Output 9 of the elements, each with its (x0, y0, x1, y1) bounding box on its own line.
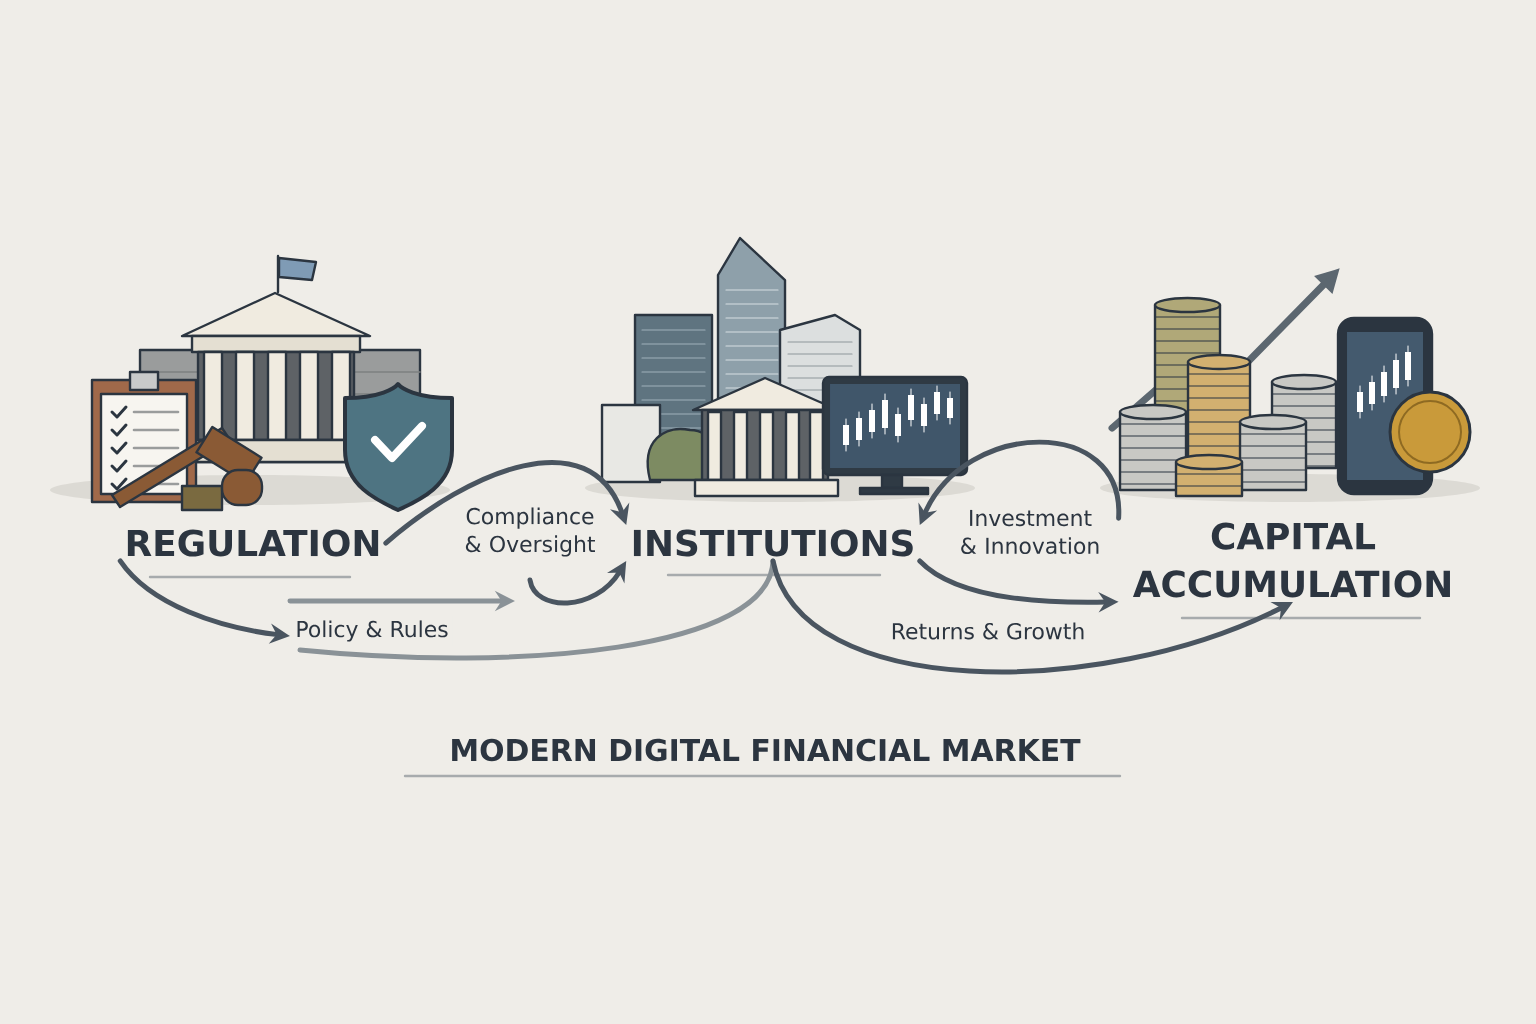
edge-label: Returns & Growth (892, 622, 1084, 640)
stage-label: INSTITUTIONS (633, 529, 913, 557)
stage-label: REGULATION (127, 529, 379, 557)
stage-label: CAPITAL ACCUMULATION (1132, 522, 1450, 598)
title: MODERN DIGITAL FINANCIAL MARKET (452, 738, 1081, 762)
edge-label: Policy & Rules (297, 620, 448, 642)
edge-label: Investment & Innovation (961, 509, 1099, 555)
arrow (383, 460, 630, 546)
edge-label: Compliance & Oversight (465, 507, 595, 557)
